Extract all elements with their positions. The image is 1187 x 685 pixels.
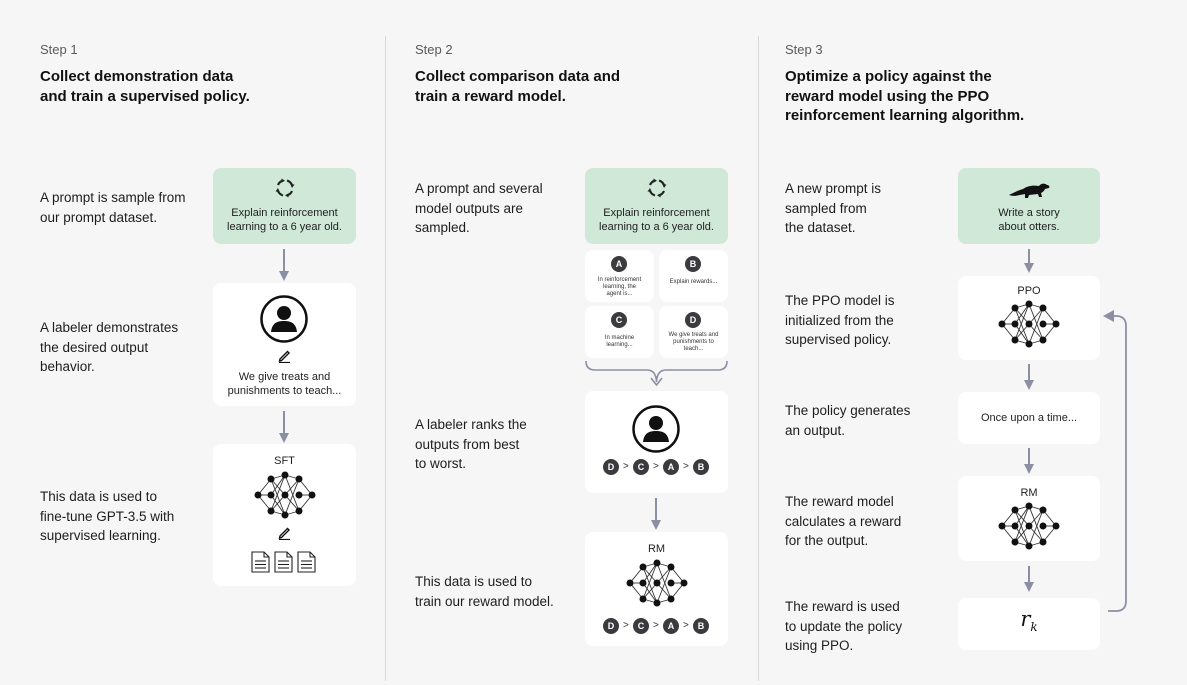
arrow-down-icon — [1024, 448, 1034, 474]
reward-card: rk — [958, 598, 1100, 650]
step-3-title: Optimize a policy against the reward mod… — [785, 68, 1025, 124]
output-card-b: B Explain rewards... — [659, 250, 728, 302]
rank-badge-3: A — [663, 618, 679, 634]
cycle-icon — [647, 178, 667, 198]
output-badge: B — [685, 256, 701, 272]
rank-separator: > — [623, 620, 629, 631]
arrow-down-icon — [279, 411, 289, 443]
rank-badge-3: A — [663, 459, 679, 475]
output-badge: D — [685, 312, 701, 328]
otter-icon — [1009, 183, 1050, 198]
arrow-down-icon — [651, 498, 661, 530]
pencil-icon — [278, 527, 290, 540]
column-divider — [385, 36, 386, 681]
reward-value: rk — [1020, 607, 1038, 635]
policy-output-card: Once upon a time... — [958, 392, 1100, 444]
neural-net-icon — [998, 502, 1060, 550]
reward-model-card: RM — [958, 476, 1100, 561]
rank-separator: > — [653, 461, 659, 472]
sft-label: SFT — [274, 455, 295, 467]
step-2-title: Collect comparison data and train a rewa… — [415, 68, 621, 105]
arrow-down-icon — [1024, 566, 1034, 592]
output-badge: C — [611, 312, 627, 328]
rank-separator: > — [683, 461, 689, 472]
rank-badge-1: D — [603, 459, 619, 475]
cycle-icon — [275, 178, 295, 198]
rank-badge-4: B — [693, 618, 709, 634]
rm-label: RM — [1020, 487, 1038, 499]
user-icon — [260, 295, 308, 343]
feedback-arrow-icon — [1103, 310, 1127, 612]
output-text: Explain rewards... — [669, 279, 718, 285]
neural-net-icon — [998, 300, 1060, 348]
arrow-down-icon — [1024, 364, 1034, 390]
step-3-label: Step 3 — [785, 42, 823, 57]
output-badge: A — [611, 256, 627, 272]
document-icon — [251, 551, 316, 573]
rank-badge-1: D — [603, 618, 619, 634]
step-1-label: Step 1 — [40, 42, 78, 57]
sft-model-card: SFT — [213, 444, 356, 586]
user-icon — [632, 405, 680, 453]
rank-badge-2: C — [633, 618, 649, 634]
arrow-down-icon — [1024, 249, 1034, 273]
reward-model-card: RM D > C > A > B — [585, 532, 728, 646]
step-1-title: Collect demonstration data and train a s… — [40, 68, 250, 105]
neural-net-icon — [254, 471, 316, 519]
rank-badge-4: B — [693, 459, 709, 475]
step-2-label: Step 2 — [415, 42, 453, 57]
neural-net-icon — [626, 559, 688, 607]
rank-separator: > — [683, 620, 689, 631]
pencil-icon — [278, 350, 290, 363]
arrow-down-icon — [279, 249, 289, 281]
brace-icon — [585, 360, 728, 386]
rm-label: RM — [647, 543, 666, 555]
policy-output-text: Once upon a time... — [981, 412, 1077, 424]
ranking-card: D > C > A > B — [585, 391, 728, 493]
ppo-label: PPO — [1017, 285, 1041, 297]
ppo-model-card: PPO — [958, 276, 1100, 360]
rank-badge-2: C — [633, 459, 649, 475]
rank-separator: > — [623, 461, 629, 472]
rank-separator: > — [653, 620, 659, 631]
column-divider — [758, 36, 759, 681]
